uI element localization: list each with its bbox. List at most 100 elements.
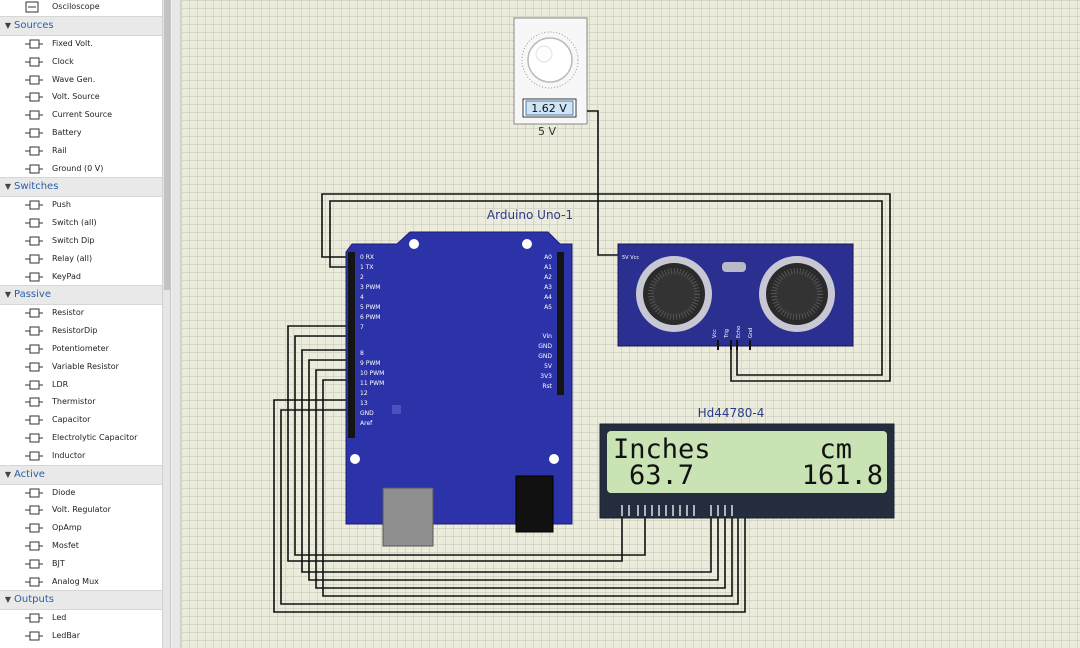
sidebar-item[interactable]: Battery xyxy=(0,124,162,142)
sidebar-item-label: Variable Resistor xyxy=(52,361,119,371)
sidebar-item-label: KeyPad xyxy=(52,271,81,281)
sidebar-item[interactable]: LedBar xyxy=(0,627,162,645)
sidebar-item[interactable]: Fixed Volt. xyxy=(0,35,162,53)
wire-d0-echo[interactable] xyxy=(321,193,891,382)
ultrasonic-sensor[interactable]: 5V Vcc xyxy=(617,243,854,350)
sidebar-item-label: LDR xyxy=(52,379,69,389)
potentiometer[interactable]: 1.62 V xyxy=(513,17,588,125)
wire-d6-lcd[interactable] xyxy=(287,325,623,562)
sidebar-item-label: Potentiometer xyxy=(52,344,109,353)
wire-d10-lcd[interactable] xyxy=(315,369,726,589)
splitter[interactable] xyxy=(172,0,181,648)
arduino-pin-label: A3 xyxy=(544,284,552,291)
component-icon xyxy=(24,91,44,103)
sidebar-item[interactable]: Switch (all) xyxy=(0,214,162,232)
wire-pot-sensor[interactable] xyxy=(587,110,618,256)
sidebar-item[interactable]: Push xyxy=(0,196,162,214)
wire-d13-lcd[interactable] xyxy=(273,399,746,613)
sidebar-item[interactable]: Rail xyxy=(0,142,162,160)
category-outputs[interactable]: ▼Outputs xyxy=(0,590,162,611)
component-icon xyxy=(24,56,44,68)
sidebar-item[interactable]: Volt. Regulator xyxy=(0,501,162,519)
sidebar-item[interactable]: Current Source xyxy=(0,106,162,124)
sidebar-item-label: Battery xyxy=(52,128,82,137)
sidebar-item[interactable]: Inductor xyxy=(0,447,162,465)
sidebar-item[interactable]: LDR xyxy=(0,376,162,394)
arduino-pin-label: 10 PWM xyxy=(360,370,384,377)
sidebar-item[interactable]: Resistor xyxy=(0,304,162,322)
component-icon xyxy=(24,307,44,319)
sidebar-item-label: Capacitor xyxy=(52,415,91,425)
category-active[interactable]: ▼Active xyxy=(0,464,162,485)
wire-d7-lcd[interactable] xyxy=(294,335,646,556)
sidebar-scrollbar-thumb[interactable] xyxy=(164,0,170,290)
arduino-pin-label: 13 xyxy=(360,400,368,407)
component-icon xyxy=(24,74,44,86)
arduino-pin-label: 8 xyxy=(360,350,364,357)
sidebar-item[interactable]: ResistorDip xyxy=(0,322,162,340)
arduino-pin-label: 1 TX xyxy=(360,264,374,271)
sidebar-item[interactable]: Wave Gen. xyxy=(0,71,162,89)
sidebar-item[interactable]: KeyPad xyxy=(0,268,162,286)
category-passive[interactable]: ▼Passive xyxy=(0,285,162,306)
arduino-board[interactable] xyxy=(345,231,573,547)
component-icon xyxy=(24,540,44,552)
sidebar-item-label: Analog Mux xyxy=(52,576,99,586)
sidebar-item[interactable]: Ground (0 V) xyxy=(0,160,162,178)
sidebar-item-label: Led xyxy=(52,613,67,623)
lcd-line1-left: Inches xyxy=(613,434,711,465)
arduino-pin-label: 12 xyxy=(360,390,368,397)
arduino-pin-label: A5 xyxy=(544,304,552,311)
component-icon xyxy=(24,1,44,13)
category-switches[interactable]: ▼Switches xyxy=(0,177,162,198)
component-icon xyxy=(24,396,44,408)
sidebar-item[interactable]: Switch Dip xyxy=(0,232,162,250)
sidebar-item[interactable]: BJT xyxy=(0,555,162,573)
sidebar-item-label: Relay (all) xyxy=(52,253,93,263)
sidebar-item[interactable]: Capacitor xyxy=(0,411,162,429)
sidebar-item-label: Diode xyxy=(52,487,76,497)
category-sources[interactable]: ▼Sources xyxy=(0,16,162,36)
arduino-pin-label: 11 PWM xyxy=(360,380,384,387)
sidebar-item[interactable]: Clock xyxy=(0,53,162,71)
sidebar-item-label: Ground (0 V) xyxy=(52,163,104,173)
sidebar-item[interactable]: Diode xyxy=(0,484,162,502)
sidebar-item[interactable]: Potentiometer xyxy=(0,340,162,358)
component-icon xyxy=(24,271,44,283)
sidebar-item[interactable]: Volt. Source xyxy=(0,88,162,106)
arduino-pin-label: Aref xyxy=(360,420,373,427)
sidebar-item[interactable]: Relay (all) xyxy=(0,250,162,268)
component-icon xyxy=(24,522,44,534)
sidebar-item-label: LedBar xyxy=(52,631,80,641)
chevron-down-icon: ▼ xyxy=(4,290,12,300)
wires xyxy=(273,110,891,613)
wire-gnd-lcd[interactable] xyxy=(280,409,739,605)
wire-d11-lcd[interactable] xyxy=(322,379,733,597)
arduino-pin-label: 3 PWM xyxy=(360,284,380,291)
sidebar-scrollbar[interactable] xyxy=(162,0,170,648)
sidebar-item[interactable]: Osciloscope xyxy=(0,0,162,16)
component-icon xyxy=(24,450,44,462)
chevron-down-icon: ▼ xyxy=(4,21,12,30)
arduino-pin-label: 3V3 xyxy=(540,373,552,380)
sidebar-item-label: BJT xyxy=(52,558,65,568)
category-label: Switches xyxy=(14,181,59,193)
category-label: Passive xyxy=(14,289,51,301)
component-icon xyxy=(24,253,44,265)
wire-d1-trig[interactable] xyxy=(329,200,883,376)
sensor-pin-label: Vcc xyxy=(712,329,718,338)
sidebar-item[interactable]: Mosfet xyxy=(0,537,162,555)
sidebar-item[interactable]: Electrolytic Capacitor xyxy=(0,429,162,447)
sidebar-item[interactable]: Variable Resistor xyxy=(0,358,162,376)
component-icon xyxy=(24,199,44,211)
sidebar-item-label: Electrolytic Capacitor xyxy=(52,433,138,442)
sidebar-item[interactable]: OpAmp xyxy=(0,519,162,537)
component-icon xyxy=(24,361,44,373)
sidebar-item[interactable]: Analog Mux xyxy=(0,573,162,591)
sidebar-item[interactable]: Thermistor xyxy=(0,393,162,411)
sidebar-item[interactable]: Led xyxy=(0,609,162,627)
wire-d8-lcd[interactable] xyxy=(301,349,712,573)
wire-d9-lcd[interactable] xyxy=(308,359,719,581)
sensor-pin-label: Gnd xyxy=(748,328,754,338)
component-icon xyxy=(24,38,44,50)
